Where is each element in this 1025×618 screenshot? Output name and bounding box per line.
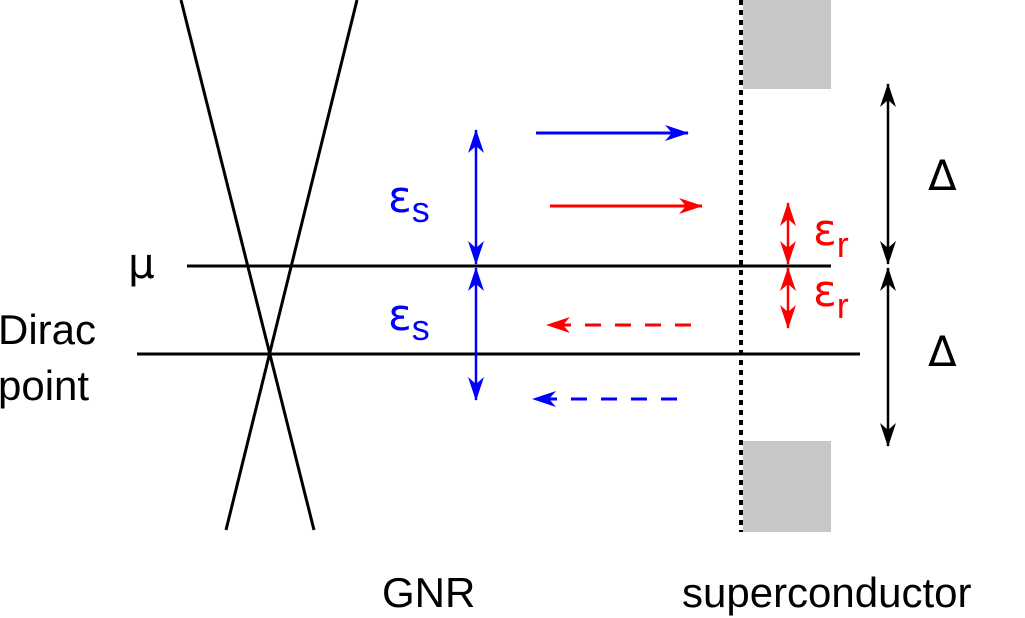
superconductor-label: superconductor <box>682 569 972 616</box>
eps-s-lower-label: εs <box>388 290 430 348</box>
eps-s-upper-label: εs <box>388 172 430 230</box>
eps-r-lower-label: εr <box>813 266 849 326</box>
superconductor-block-top <box>743 0 831 89</box>
superconductor-block-bottom <box>743 441 831 532</box>
delta-upper-label: Δ <box>928 151 957 200</box>
eps-r-upper-label: εr <box>813 205 849 265</box>
dirac-label-line1: Dirac <box>0 306 96 353</box>
dirac-label-line2: point <box>0 362 89 409</box>
delta-lower-label: Δ <box>928 327 957 376</box>
gnr-label: GNR <box>382 569 475 616</box>
mu-label: μ <box>128 239 155 288</box>
